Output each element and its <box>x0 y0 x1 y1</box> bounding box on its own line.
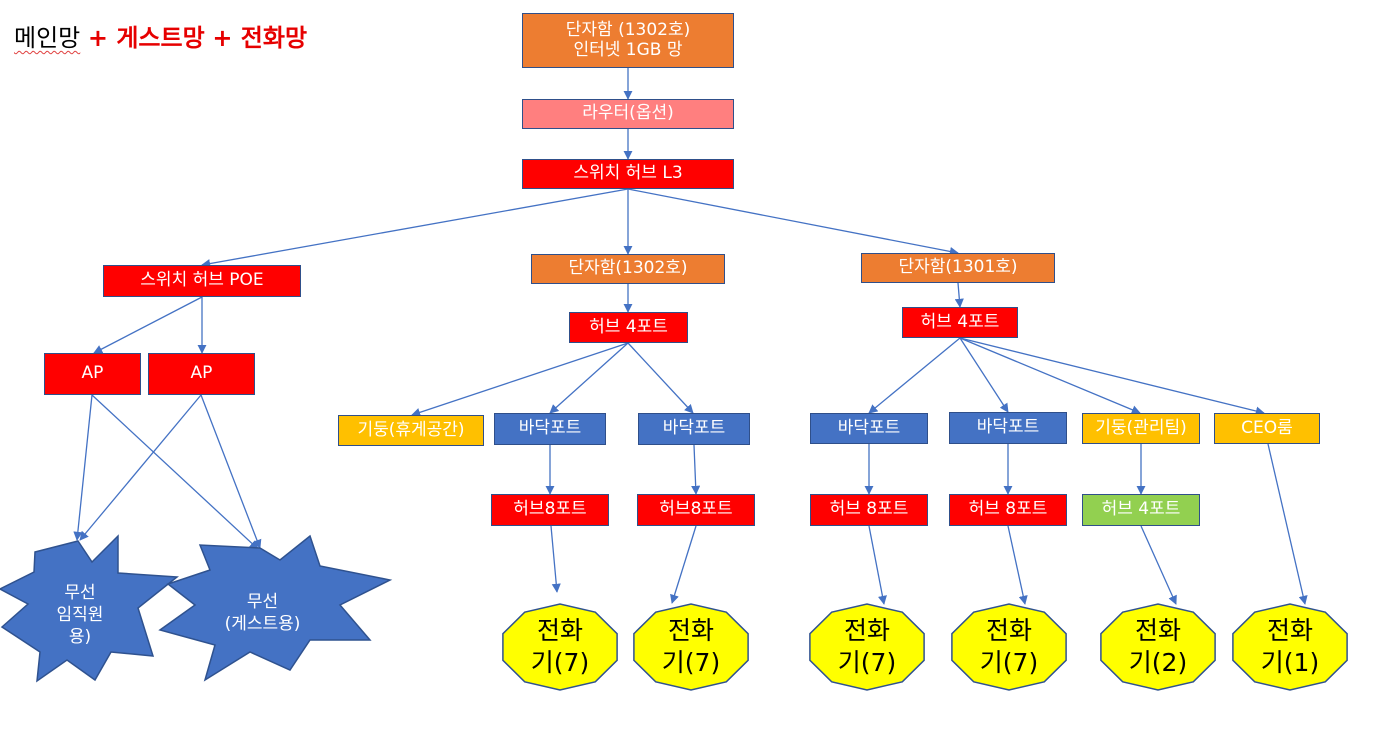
floor-port-3: 바닥포트 <box>810 413 928 444</box>
switch-hub-poe: 스위치 허브 POE <box>103 265 301 297</box>
edge-ap1-guest <box>91 394 259 550</box>
edge-ap2-guest <box>200 394 262 549</box>
ap-node-2: AP <box>148 353 255 395</box>
floor-port-2: 바닥포트 <box>638 413 750 445</box>
hub-8port-c: 허브 8포트 <box>810 494 928 526</box>
connector-lines <box>73 68 1308 605</box>
edge-hub4c-phone5 <box>1140 525 1177 605</box>
edge-l3-panel1301 <box>627 188 959 256</box>
page-title: 메인망 + 게스트망 + 전화망 <box>14 18 307 53</box>
floor-port-4: 바닥포트 <box>949 412 1067 444</box>
isp-panel-1302: 단자함 (1302호) 인터넷 1GB 망 <box>522 13 734 68</box>
phone-decagon-4 <box>951 603 1067 691</box>
hub-8port-a: 허브8포트 <box>491 494 609 526</box>
edge-hub4a-floor1 <box>549 342 629 414</box>
phone-decagon-5 <box>1100 603 1216 691</box>
isp-panel-line2: 인터넷 1GB 망 <box>573 39 683 60</box>
edge-hub4b-ceo <box>959 337 1265 416</box>
edge-floor2-hub8b <box>691 444 701 495</box>
terminal-panel-1301: 단자함(1301호) <box>861 253 1055 283</box>
phone-decagon-1 <box>502 603 618 691</box>
pillar-lounge: 기둥(휴게공간) <box>338 415 484 446</box>
edge-hub4b-pillar-mgmt <box>959 337 1141 415</box>
edge-ap1-staff <box>73 394 93 541</box>
hub-4port-b: 허브 4포트 <box>902 307 1018 338</box>
edge-hub4b-floor4 <box>959 337 1009 413</box>
edge-ceo-phone6 <box>1267 443 1308 605</box>
phone-decagon-2 <box>633 603 749 691</box>
edge-ap2-staff <box>79 394 202 541</box>
hub-4port-c: 허브 4포트 <box>1082 494 1200 526</box>
hub-8port-d: 허브 8포트 <box>949 494 1067 526</box>
edge-hub4b-floor3 <box>868 337 961 414</box>
edge-hub8b-phone2 <box>670 525 697 604</box>
terminal-panel-1302: 단자함(1302호) <box>531 254 725 284</box>
title-phone-network: + 전화망 <box>212 24 308 52</box>
title-guest-network: + 게스트망 <box>87 24 205 52</box>
edge-hub8c-phone3 <box>868 525 887 605</box>
edge-hub4a-floor2 <box>627 342 694 414</box>
isp-panel-line1: 단자함 (1302호) <box>565 19 691 40</box>
ap-node-1: AP <box>44 353 141 395</box>
phone-decagon-6 <box>1232 603 1348 691</box>
wireless-staff-burst-shape <box>0 534 179 683</box>
ceo-room: CEO룸 <box>1214 413 1320 444</box>
hub-8port-b: 허브8포트 <box>637 494 755 526</box>
title-main-network: 메인망 <box>14 24 81 52</box>
edge-panel1301-hub4b <box>954 282 964 308</box>
switch-hub-l3: 스위치 허브 L3 <box>522 159 734 189</box>
hub-4port-a: 허브 4포트 <box>569 312 688 343</box>
pillar-management-team: 기둥(관리팀) <box>1082 413 1200 444</box>
edge-hub8d-phone4 <box>1007 525 1028 605</box>
wireless-guest-burst-shape <box>158 534 393 682</box>
phone-decagon-3 <box>809 603 925 691</box>
edge-l3-poe <box>201 188 629 269</box>
floor-port-1: 바닥포트 <box>494 413 606 445</box>
edge-hub4a-pillar <box>411 342 629 417</box>
edge-hub8a-phone1 <box>550 525 561 593</box>
edge-poe-ap1 <box>93 296 203 354</box>
router-node: 라우터(옵션) <box>522 99 734 129</box>
